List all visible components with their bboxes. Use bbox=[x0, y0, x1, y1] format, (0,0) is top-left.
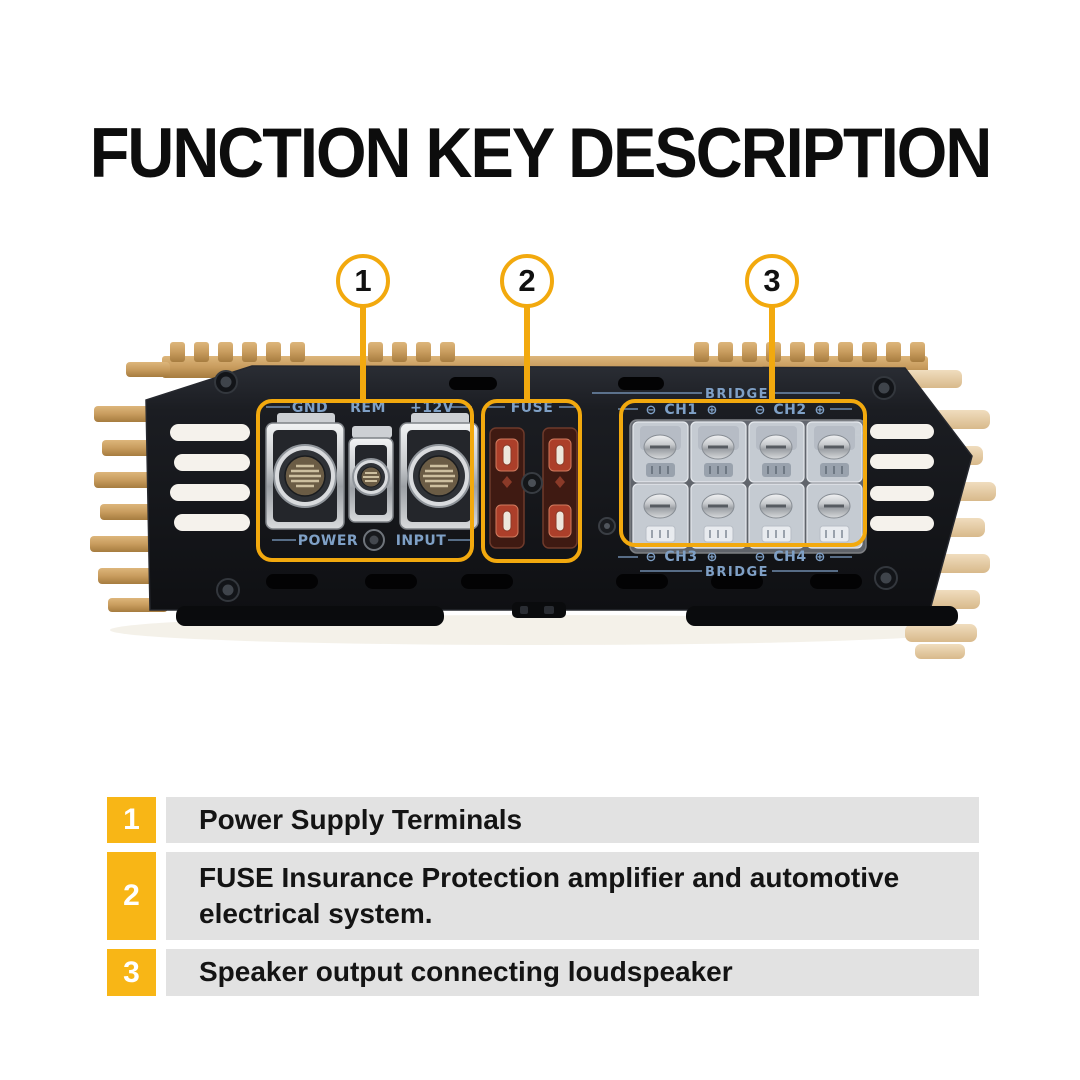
legend: 1 Power Supply Terminals 2 FUSE Insuranc… bbox=[107, 797, 979, 996]
leader-line-3 bbox=[769, 302, 775, 400]
circled-plus-icon: ⊕ bbox=[815, 403, 826, 418]
legend-bar: Speaker output connecting loudspeaker bbox=[166, 949, 979, 996]
corner-screw-icon bbox=[214, 370, 898, 602]
bridge-bottom-label: BRIDGE bbox=[705, 565, 769, 580]
callout-box-fuse bbox=[481, 399, 582, 563]
callout-box-power bbox=[256, 399, 474, 562]
circled-minus-icon: ⊖ bbox=[646, 550, 657, 565]
leader-line-2 bbox=[524, 302, 530, 399]
ch4-label: CH4 bbox=[773, 549, 806, 565]
legend-bar: FUSE Insurance Protection amplifier and … bbox=[166, 852, 979, 940]
rem-label: REM bbox=[350, 400, 386, 416]
speaker-output-section: BRIDGE ⊖ CH1 ⊕ ⊖ CH2 ⊕ bbox=[592, 387, 867, 580]
legend-text: Power Supply Terminals bbox=[199, 803, 523, 835]
callout-circle-2: 2 bbox=[500, 254, 554, 308]
callout-box-speaker bbox=[619, 399, 867, 547]
legend-text: Speaker output connecting loudspeaker bbox=[199, 956, 733, 988]
callout-circle-1: 1 bbox=[336, 254, 390, 308]
fuse-holder bbox=[489, 427, 525, 549]
legend-number-badge: 2 bbox=[107, 852, 156, 940]
rem-terminal bbox=[348, 437, 394, 523]
input-label: INPUT bbox=[396, 533, 447, 549]
vent-slots-right bbox=[870, 424, 934, 531]
ch3-label: CH3 bbox=[664, 549, 697, 565]
leader-line-1 bbox=[360, 302, 366, 399]
bridge-top-label: BRIDGE bbox=[705, 387, 769, 402]
circled-plus-icon: ⊕ bbox=[707, 403, 718, 418]
legend-number-badge: 3 bbox=[107, 949, 156, 996]
circled-minus-icon: ⊖ bbox=[646, 403, 657, 418]
gnd-terminal bbox=[265, 422, 345, 530]
legend-row-power: 1 Power Supply Terminals bbox=[107, 797, 979, 843]
fuse-holder bbox=[542, 427, 578, 549]
circled-minus-icon: ⊖ bbox=[755, 550, 766, 565]
circled-minus-icon: ⊖ bbox=[755, 403, 766, 418]
fuse-label: FUSE bbox=[511, 400, 554, 416]
circled-plus-icon: ⊕ bbox=[707, 550, 718, 565]
circled-plus-icon: ⊕ bbox=[815, 550, 826, 565]
plus12v-terminal bbox=[399, 422, 479, 530]
callout-circle-3: 3 bbox=[745, 254, 799, 308]
speaker-terminal bbox=[632, 421, 863, 549]
legend-number-badge: 1 bbox=[107, 797, 156, 843]
legend-row-fuse: 2 FUSE Insurance Protection amplifier an… bbox=[107, 852, 979, 940]
vent-slots-left bbox=[170, 424, 250, 531]
legend-bar: Power Supply Terminals bbox=[166, 797, 979, 843]
fuse-section: FUSE bbox=[486, 400, 578, 549]
power-supply-section: GND REM +12V bbox=[265, 400, 479, 551]
ch1-label: CH1 bbox=[664, 402, 697, 418]
amplifier-photo: GND REM +12V bbox=[90, 342, 996, 659]
gnd-label: GND bbox=[292, 400, 328, 416]
page-title: FUNCTION KEY DESCRIPTION bbox=[89, 112, 993, 192]
vent-slots-bottom bbox=[266, 377, 862, 589]
ch2-label: CH2 bbox=[773, 402, 806, 418]
legend-row-speaker: 3 Speaker output connecting loudspeaker bbox=[107, 949, 979, 996]
mounting-feet bbox=[176, 602, 958, 626]
panel-screw-icon bbox=[521, 472, 543, 494]
power-label: POWER bbox=[298, 533, 358, 549]
legend-text: FUSE Insurance Protection amplifier and … bbox=[199, 861, 900, 929]
plus12v-label: +12V bbox=[410, 400, 454, 416]
foot-notch bbox=[520, 606, 554, 614]
panel-screw-icon bbox=[363, 529, 385, 551]
